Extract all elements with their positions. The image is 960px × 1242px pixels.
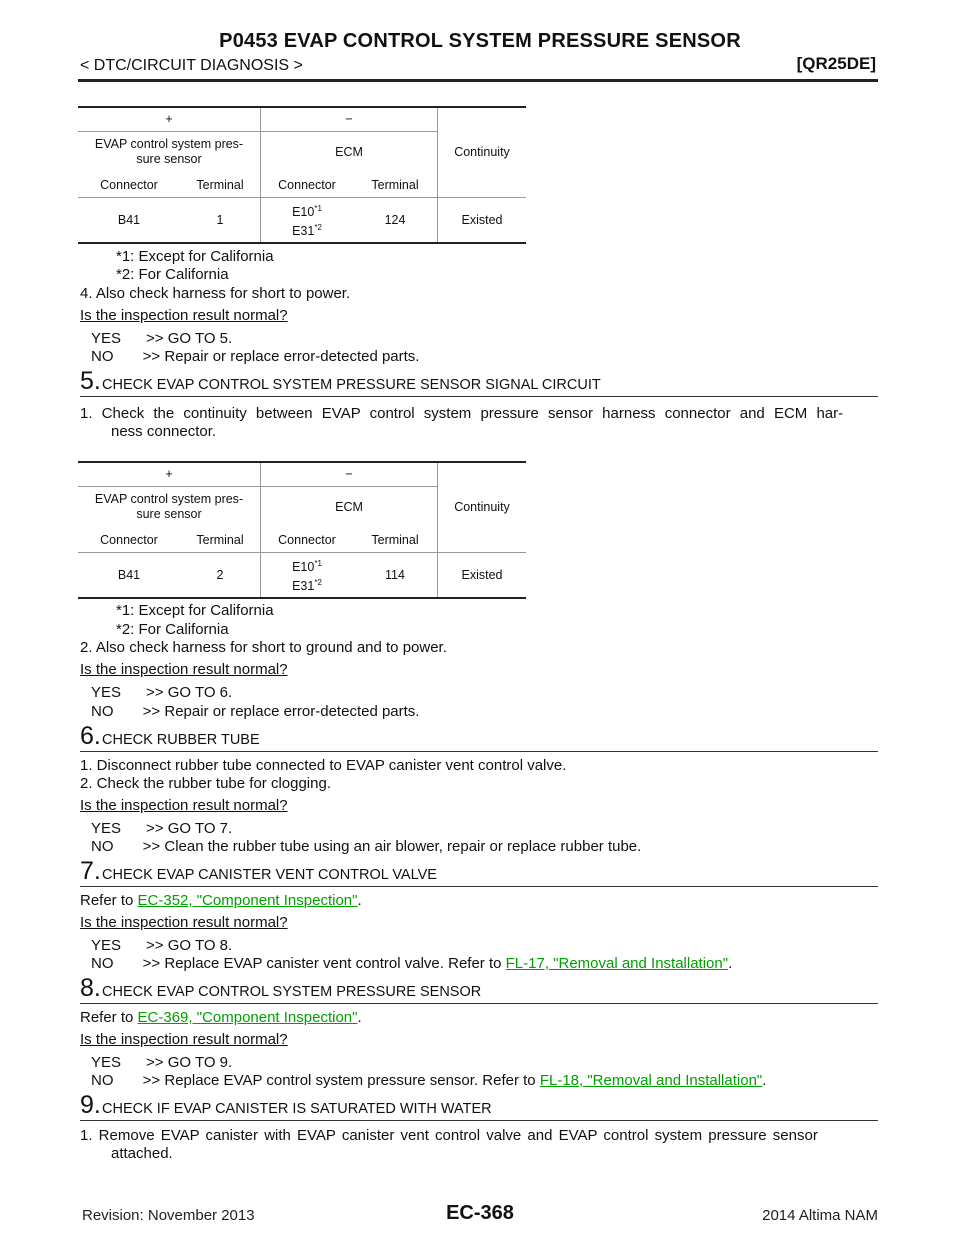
cell-connector: B41 <box>78 197 180 244</box>
step-8-number: 8. <box>80 974 101 1002</box>
ec-369-link[interactable]: EC-369, "Component Inspection" <box>137 1009 358 1026</box>
note-2a: *1: Except for California <box>116 602 274 619</box>
fl-17-link[interactable]: FL-17, "Removal and Installation" <box>505 955 729 972</box>
yes-3: YES >> GO TO 7. <box>91 820 233 837</box>
terminal-header-2: Terminal <box>353 173 438 198</box>
step-6-text: CHECK RUBBER TUBE <box>102 732 260 748</box>
minus-header: − <box>260 461 438 486</box>
no-4: NO >> Replace EVAP canister vent control… <box>91 955 733 972</box>
step-5-number: 5. <box>80 367 101 395</box>
cell-terminal: 1 <box>180 197 261 244</box>
inspection-question-3: Is the inspection result normal? <box>80 797 288 814</box>
no-2: NO >> Repair or replace error-detected p… <box>91 703 420 720</box>
step-8-heading: 8. CHECK EVAP CONTROL SYSTEM PRESSURE SE… <box>80 974 878 1004</box>
step-7-text: CHECK EVAP CANISTER VENT CONTROL VALVE <box>102 867 437 883</box>
cell-connector: B41 <box>78 552 180 599</box>
fl-18-link[interactable]: FL-18, "Removal and Installation" <box>539 1072 763 1089</box>
step-9-text: CHECK IF EVAP CANISTER IS SATURATED WITH… <box>102 1101 492 1117</box>
step-6-number: 6. <box>80 722 101 750</box>
step-8-text: CHECK EVAP CONTROL SYSTEM PRESSURE SENSO… <box>102 984 482 1000</box>
cell-terminal: 2 <box>180 552 261 599</box>
cell-ecm-terminal: 114 <box>353 552 438 599</box>
step-9-line-2: attached. <box>111 1145 173 1162</box>
no-1: NO >> Repair or replace error-detected p… <box>91 348 420 365</box>
terminal-header-2: Terminal <box>353 528 438 553</box>
continuity-header: Continuity <box>437 106 526 198</box>
no-5: NO >> Replace EVAP control system pressu… <box>91 1072 767 1089</box>
model-label: [QR25DE] <box>796 54 876 73</box>
page-number: EC-368 <box>446 1202 514 1224</box>
step-5-line-2: ness connector. <box>111 423 217 440</box>
note-1b: *2: For California <box>116 266 229 283</box>
connector-header-2: Connector <box>260 173 353 198</box>
sensor-header: EVAP control system pres-sure sensor <box>78 130 261 173</box>
yes-1: YES >> GO TO 5. <box>91 330 233 347</box>
inspection-question-1: Is the inspection result normal? <box>80 307 288 324</box>
step-5-line-1: 1. Check the continuity between EVAP con… <box>80 405 844 422</box>
connector-header: Connector <box>78 173 180 198</box>
inspection-question-5: Is the inspection result normal? <box>80 1031 288 1048</box>
cell-ecm-terminal: 124 <box>353 197 438 244</box>
step-7-refer: Refer to EC-352, "Component Inspection". <box>80 892 362 909</box>
step-8-refer: Refer to EC-369, "Component Inspection". <box>80 1009 362 1026</box>
step-9-number: 9. <box>80 1091 101 1119</box>
header-rule <box>78 79 878 82</box>
ecm-header: ECM <box>260 130 438 173</box>
inspection-question-2: Is the inspection result normal? <box>80 661 288 678</box>
step-9-line-1: 1. Remove EVAP canister with EVAP canist… <box>80 1127 818 1144</box>
terminal-header: Terminal <box>180 173 261 198</box>
note-2b: *2: For California <box>116 621 229 638</box>
cell-result: Existed <box>437 552 526 599</box>
connector-header: Connector <box>78 528 180 553</box>
continuity-table-2: + − Continuity EVAP control system pres-… <box>78 461 526 599</box>
plus-header: + <box>78 106 261 131</box>
step-7-heading: 7. CHECK EVAP CANISTER VENT CONTROL VALV… <box>80 857 878 887</box>
inspection-question-4: Is the inspection result normal? <box>80 914 288 931</box>
yes-5: YES >> GO TO 9. <box>91 1054 233 1071</box>
ecm-header: ECM <box>260 485 438 528</box>
step-9-heading: 9. CHECK IF EVAP CANISTER IS SATURATED W… <box>80 1091 878 1121</box>
instruction-2: 2. Also check harness for short to groun… <box>80 639 447 656</box>
plus-header: + <box>78 461 261 486</box>
step-5-heading: 5. CHECK EVAP CONTROL SYSTEM PRESSURE SE… <box>80 367 878 397</box>
footer-edition: 2014 Altima NAM <box>762 1207 878 1224</box>
continuity-table-1: + − Continuity EVAP control system pres-… <box>78 106 526 244</box>
step-5-text: CHECK EVAP CONTROL SYSTEM PRESSURE SENSO… <box>102 377 601 393</box>
continuity-header: Continuity <box>437 461 526 553</box>
sensor-header: EVAP control system pres-sure sensor <box>78 485 261 528</box>
note-1a: *1: Except for California <box>116 248 274 265</box>
no-3: NO >> Clean the rubber tube using an air… <box>91 838 642 855</box>
section-label: < DTC/CIRCUIT DIAGNOSIS > <box>80 57 303 74</box>
connector-header-2: Connector <box>260 528 353 553</box>
step-6-line-2: 2. Check the rubber tube for clogging. <box>80 775 331 792</box>
step-6-line-1: 1. Disconnect rubber tube connected to E… <box>80 757 567 774</box>
minus-header: − <box>260 106 438 131</box>
cell-result: Existed <box>437 197 526 244</box>
footer-revision: Revision: November 2013 <box>82 1207 255 1224</box>
terminal-header: Terminal <box>180 528 261 553</box>
ec-352-link[interactable]: EC-352, "Component Inspection" <box>137 892 358 909</box>
step-6-heading: 6. CHECK RUBBER TUBE <box>80 722 878 752</box>
instruction-4: 4. Also check harness for short to power… <box>80 285 351 302</box>
yes-4: YES >> GO TO 8. <box>91 937 233 954</box>
step-7-number: 7. <box>80 857 101 885</box>
yes-2: YES >> GO TO 6. <box>91 684 233 701</box>
page-title: P0453 EVAP CONTROL SYSTEM PRESSURE SENSO… <box>219 30 741 52</box>
